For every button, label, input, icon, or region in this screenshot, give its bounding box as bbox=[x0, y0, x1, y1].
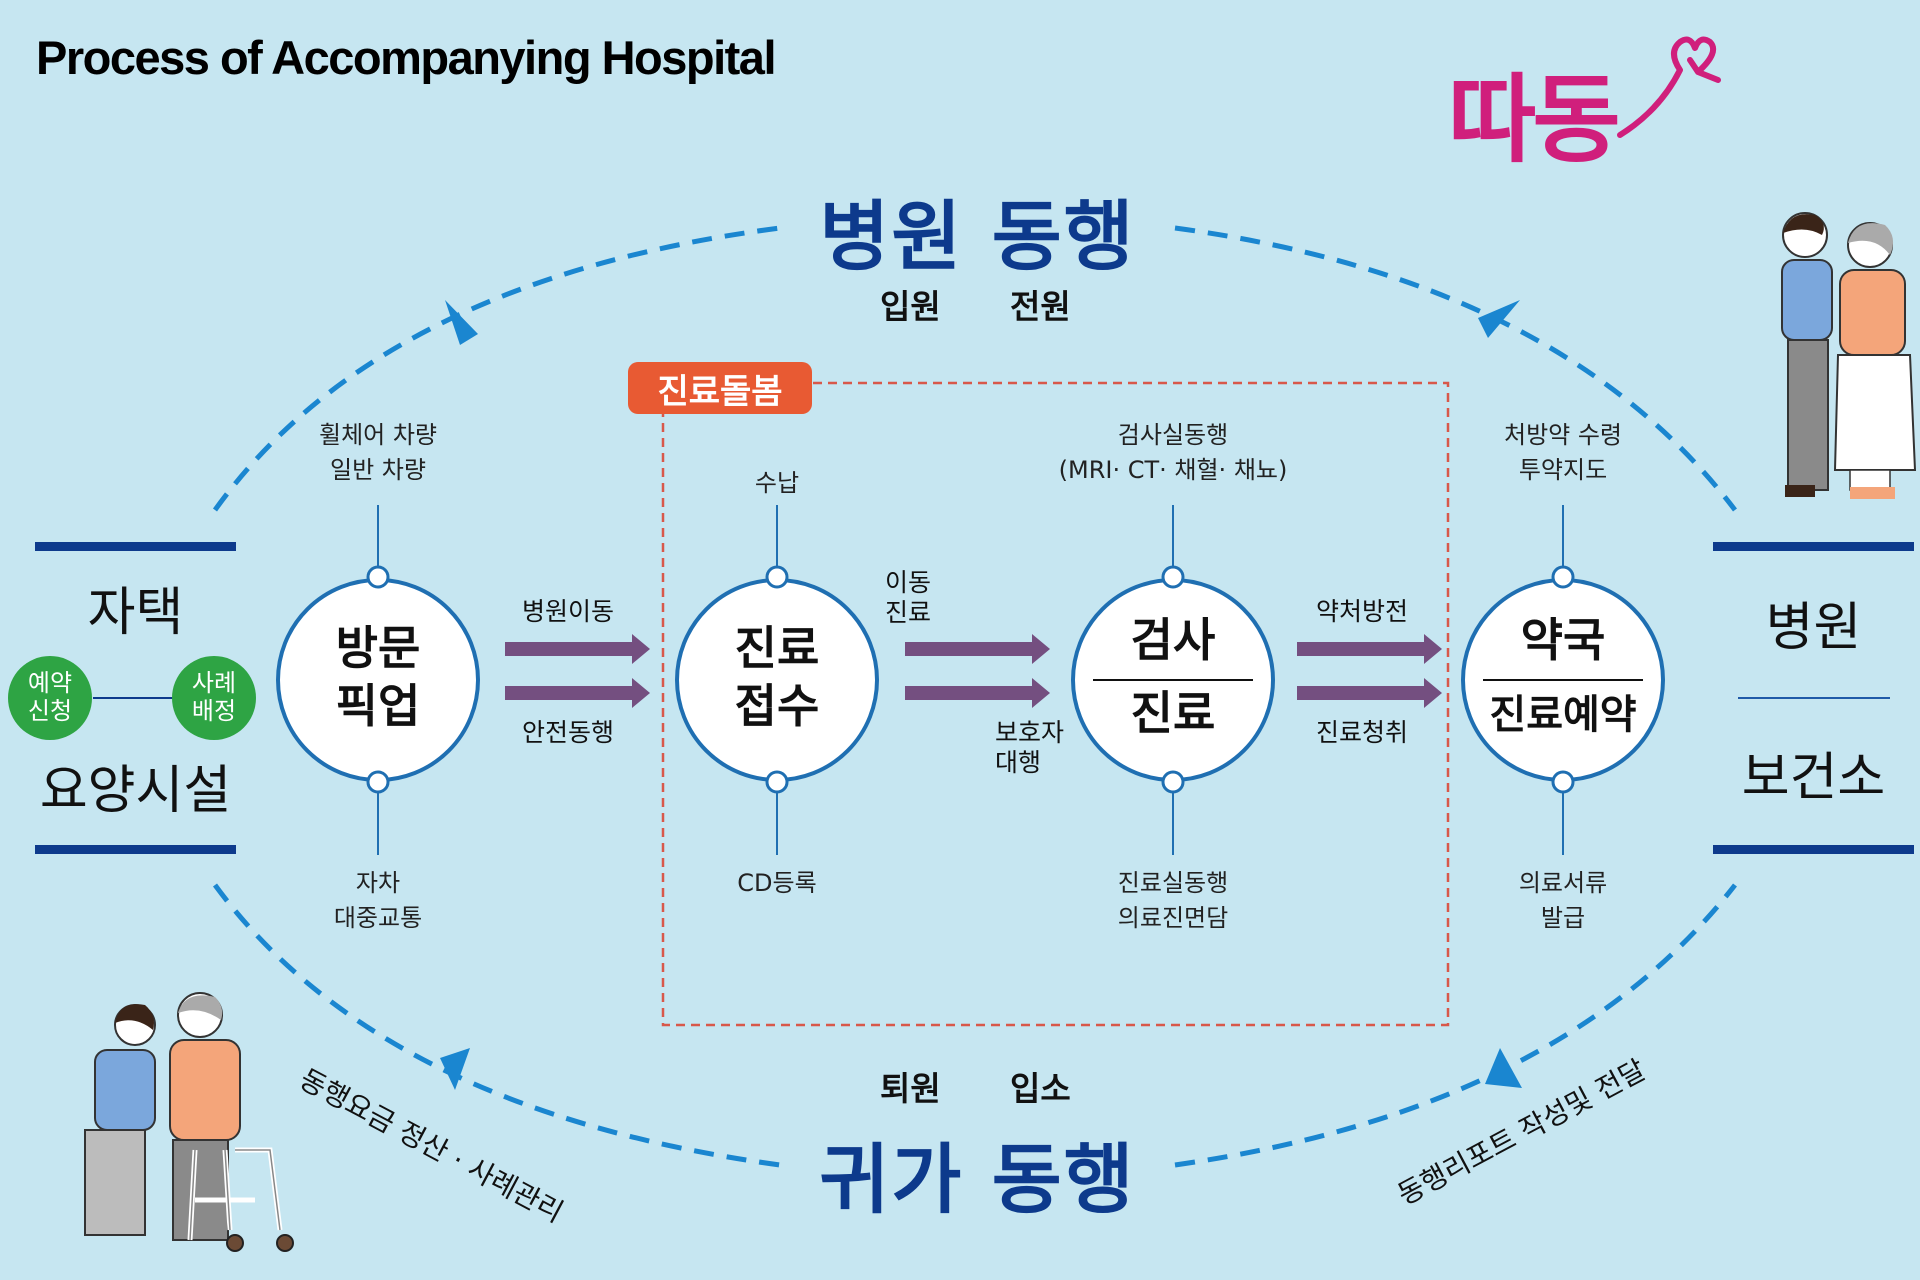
badge-reservation: 예약 신청 bbox=[8, 656, 92, 740]
care-box-outline bbox=[661, 381, 1450, 1027]
illustration-caregiver-walker-icon bbox=[84, 992, 294, 1252]
top-right-arc bbox=[1174, 225, 1737, 512]
bottom-section-title: 귀가 동행 bbox=[819, 1135, 1136, 1224]
node-reception-above: 수납 bbox=[754, 469, 800, 497]
node-pharmacy-above: 처방약 수령 투약지도 bbox=[1503, 421, 1623, 484]
arrow-pickup-to-reception bbox=[505, 634, 650, 708]
start-home: 자택 bbox=[87, 583, 184, 643]
end-top-bar bbox=[1713, 542, 1914, 551]
end-bottom-bar bbox=[1713, 845, 1914, 854]
bottom-sub-right: 입소 bbox=[1010, 1069, 1071, 1108]
arrow1-below: 안전동행 bbox=[521, 718, 614, 747]
arrowhead-bottom-left bbox=[440, 1048, 470, 1090]
node-exam-label-top: 검사 bbox=[1130, 613, 1216, 667]
arrowhead-top-right bbox=[1478, 300, 1520, 338]
node-exam-above: 검사실동행 (MRI· CT· 채혈· 채뇨) bbox=[1058, 421, 1288, 484]
top-sub-right: 전원 bbox=[1010, 287, 1071, 326]
bottom-left-arc bbox=[212, 883, 781, 1168]
badge-case-assignment: 사례 배정 bbox=[172, 656, 256, 740]
logo: 따동 bbox=[1448, 64, 1621, 176]
top-section-title: 병원 동행 bbox=[819, 192, 1136, 281]
arrow-exam-to-pharmacy bbox=[1297, 634, 1442, 708]
arrow3-above: 약처방전 bbox=[1315, 597, 1408, 626]
top-sub-left: 입원 bbox=[880, 287, 941, 326]
arrowhead-top-left bbox=[445, 300, 478, 345]
end-health-center: 보건소 bbox=[1741, 748, 1886, 808]
node-reception-label: 진료 접수 bbox=[734, 621, 820, 733]
arrow-reception-to-exam bbox=[905, 634, 1050, 708]
arrow3-below: 진료청취 bbox=[1315, 718, 1408, 747]
logo-heart-icon bbox=[1617, 36, 1721, 138]
arrow2-above: 이동 진료 bbox=[885, 568, 932, 627]
node-pharmacy-label-bottom: 진료예약 bbox=[1489, 692, 1637, 738]
start-top-bar bbox=[35, 542, 236, 551]
illustration-caregiver-woman-icon bbox=[1781, 212, 1917, 499]
arrow2-below: 보호자 대행 bbox=[995, 718, 1065, 777]
end-hospital: 병원 bbox=[1765, 598, 1862, 658]
care-box-badge: 진료돌봄 bbox=[628, 362, 812, 414]
page-title: Process of Accompanying Hospital bbox=[36, 31, 777, 84]
arrowhead-bottom-right bbox=[1485, 1048, 1522, 1088]
start-care-facility: 요양시설 bbox=[39, 761, 232, 821]
node-exam-below: 진료실동행 의료진면담 bbox=[1117, 869, 1229, 932]
node-pickup-label: 방문 픽업 bbox=[335, 621, 421, 733]
node-pickup-below: 자차 대중교통 bbox=[333, 869, 423, 932]
arrow1-above: 병원이동 bbox=[521, 597, 614, 626]
top-left-return-arc bbox=[212, 225, 781, 512]
node-pharmacy-below: 의료서류 발급 bbox=[1518, 869, 1608, 932]
node-pickup-above: 휠체어 차량 일반 차량 bbox=[318, 421, 438, 484]
node-pharmacy-label-top: 약국 bbox=[1520, 613, 1606, 667]
bottom-sub-left: 퇴원 bbox=[880, 1069, 941, 1108]
start-bottom-bar bbox=[35, 845, 236, 854]
node-exam-label-bottom: 진료 bbox=[1130, 686, 1216, 740]
node-reception-below: CD등록 bbox=[737, 869, 817, 897]
